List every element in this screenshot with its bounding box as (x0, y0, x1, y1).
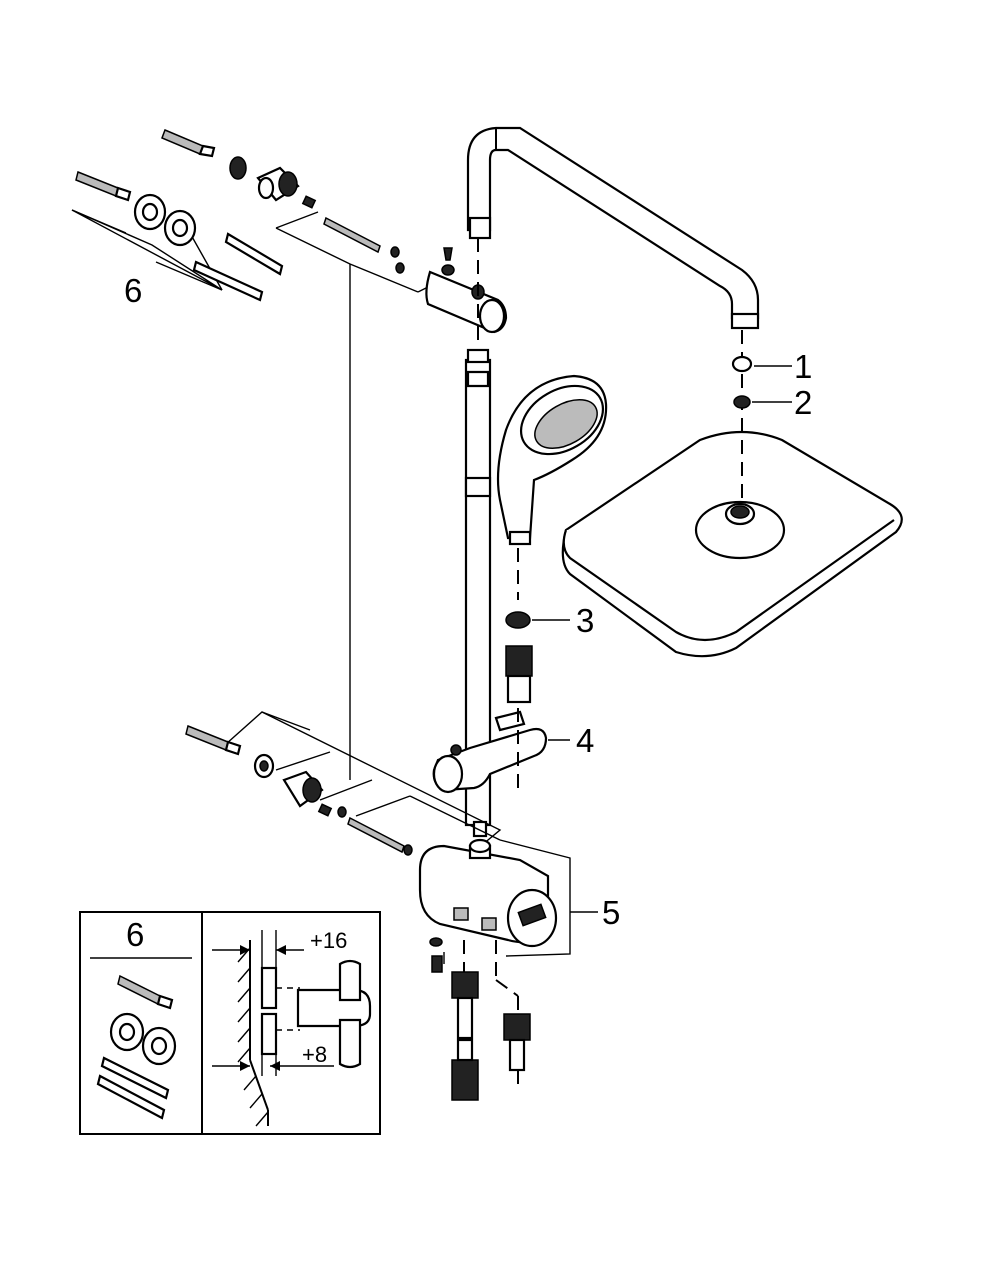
small-screw-left (75, 170, 132, 202)
wall-screw-lower (185, 724, 242, 756)
inset-title: 6 (126, 916, 144, 953)
wall-connector-lower (282, 770, 324, 808)
upper-wall-fixing-group (71, 129, 453, 780)
hand-shower (496, 374, 608, 546)
seal-1 (731, 355, 753, 373)
callout-4: 4 (576, 722, 594, 759)
washer (229, 156, 247, 180)
hand-shower-holder (432, 710, 548, 794)
inset-panel: 6 (79, 911, 381, 1135)
upper-rail-holder (425, 264, 508, 334)
inset-spacers (109, 1012, 177, 1066)
inset-plugs (96, 1056, 170, 1120)
thermostat-body (418, 838, 558, 948)
spacer-rings (133, 193, 197, 247)
callout-6: 6 (124, 272, 142, 309)
seal-2 (733, 395, 751, 409)
callout-5: 5 (602, 894, 620, 931)
wall-connector (256, 166, 300, 202)
seal-3 (505, 611, 531, 629)
lower-wall-fixing-group (185, 711, 502, 856)
dimension-upper: +16 (310, 928, 347, 953)
hose-nut-top (505, 645, 533, 704)
wall-screw (161, 129, 216, 158)
callout-2: 2 (794, 384, 812, 421)
inlet-hose-right (503, 1013, 531, 1072)
inlet-hose-left (451, 971, 479, 1101)
dimension-lower: +8 (302, 1042, 327, 1067)
overhead-shower-arm (466, 126, 760, 330)
set-screw (431, 955, 443, 973)
callout-1: 1 (794, 348, 812, 385)
inset-screw (117, 974, 174, 1010)
callout-3: 3 (576, 602, 594, 639)
overhead-shower-head (561, 430, 903, 658)
wall-plugs (192, 232, 284, 302)
